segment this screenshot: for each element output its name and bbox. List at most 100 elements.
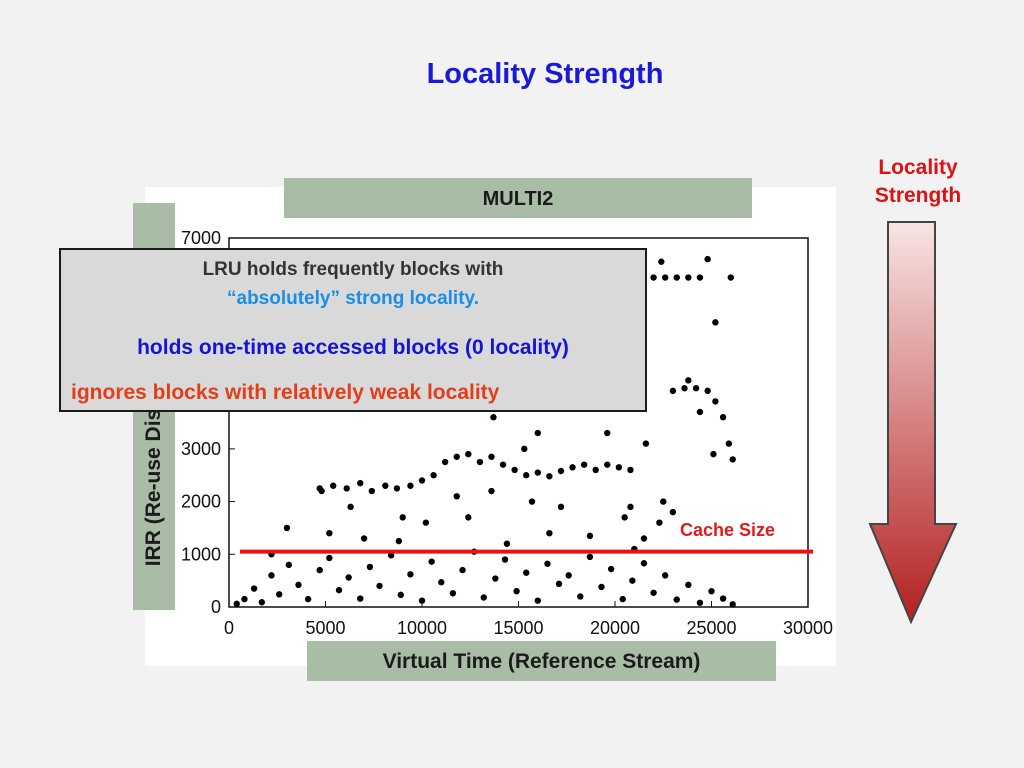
data-point <box>569 464 576 471</box>
data-point <box>449 590 457 597</box>
data-point <box>669 508 677 516</box>
data-point <box>465 450 472 458</box>
cache-size-label: Cache Size <box>680 520 776 540</box>
data-point <box>501 556 509 563</box>
x-tick-label: 0 <box>224 618 234 638</box>
data-point <box>656 519 663 526</box>
data-point <box>546 473 553 480</box>
data-point <box>395 537 403 545</box>
data-point <box>658 258 665 265</box>
data-point <box>476 458 484 466</box>
data-point <box>488 453 495 460</box>
data-point <box>704 255 711 263</box>
data-point <box>258 599 266 606</box>
data-point <box>727 274 734 281</box>
x-tick-label: 5000 <box>305 618 345 638</box>
data-point <box>376 582 383 590</box>
callout-line-one-time: holds one-time accessed blocks (0 locali… <box>137 336 569 359</box>
data-point <box>534 429 541 437</box>
data-point <box>685 377 692 384</box>
side-label-line1: Locality <box>878 156 958 179</box>
y-tick-label: 3000 <box>181 439 221 459</box>
data-point <box>275 591 283 598</box>
data-point <box>490 414 497 421</box>
data-point <box>673 596 680 603</box>
data-point <box>393 485 401 492</box>
data-point <box>343 485 350 492</box>
data-point <box>511 466 518 474</box>
y-tick-label: 7000 <box>181 228 221 248</box>
data-point <box>615 464 623 471</box>
data-point <box>692 385 700 392</box>
data-point <box>586 553 594 561</box>
data-point <box>534 597 541 604</box>
data-point <box>233 600 240 608</box>
data-point <box>544 560 551 567</box>
y-tick-label: 2000 <box>181 492 221 512</box>
data-point <box>669 387 677 395</box>
data-point <box>357 595 364 602</box>
callout-line-strong-locality: “absolutely” strong locality. <box>227 288 479 309</box>
data-point <box>480 594 487 601</box>
data-point <box>710 450 717 458</box>
data-point <box>565 572 572 579</box>
data-point <box>650 589 657 596</box>
callout-line-lru: LRU holds frequently blocks with <box>202 259 504 280</box>
data-point <box>499 461 507 468</box>
data-point <box>438 579 445 586</box>
data-point <box>295 581 302 589</box>
y-tick-label: 1000 <box>181 544 221 564</box>
x-tick-label: 10000 <box>397 618 447 638</box>
data-point <box>513 587 520 595</box>
data-point <box>523 472 530 479</box>
data-point <box>661 572 669 579</box>
data-point <box>347 503 354 511</box>
data-point <box>546 530 553 537</box>
data-point <box>642 440 650 447</box>
x-tick-label: 20000 <box>590 618 640 638</box>
data-point <box>729 601 736 608</box>
data-point <box>283 524 291 532</box>
data-point <box>696 408 704 416</box>
data-point <box>453 493 460 500</box>
data-point <box>555 580 563 588</box>
data-point <box>360 535 368 542</box>
data-point <box>729 456 736 463</box>
x-axis-label: Virtual Time (Reference Stream) <box>307 641 776 681</box>
data-point <box>528 498 536 505</box>
data-point <box>534 469 541 476</box>
locality-strength-side-label: Locality Strength <box>858 154 978 210</box>
data-point <box>696 274 704 281</box>
data-point <box>586 532 594 540</box>
data-point <box>268 572 275 579</box>
data-point <box>241 595 248 603</box>
data-point <box>492 575 499 582</box>
data-point <box>459 566 466 574</box>
data-point <box>627 503 634 511</box>
data-point <box>557 503 565 511</box>
data-point <box>465 514 472 521</box>
data-point <box>650 274 657 281</box>
data-point <box>382 482 389 489</box>
side-label-line2: Strength <box>874 184 962 207</box>
data-point <box>418 597 426 604</box>
x-tick-label: 30000 <box>783 618 833 638</box>
data-point <box>592 466 599 474</box>
data-point <box>712 398 719 405</box>
data-point <box>704 387 711 395</box>
chart-title: MULTI2 <box>284 178 752 218</box>
data-point <box>250 585 258 592</box>
data-point <box>523 569 530 576</box>
data-point <box>577 593 584 600</box>
data-point <box>580 461 588 468</box>
data-point <box>366 563 374 571</box>
data-point <box>640 535 648 542</box>
data-point <box>285 561 293 569</box>
data-point <box>696 599 704 606</box>
x-tick-label: 15000 <box>493 618 543 638</box>
data-point <box>521 445 528 453</box>
data-point <box>316 566 323 574</box>
data-point <box>397 591 404 599</box>
data-point <box>604 429 611 437</box>
data-point <box>685 581 692 589</box>
